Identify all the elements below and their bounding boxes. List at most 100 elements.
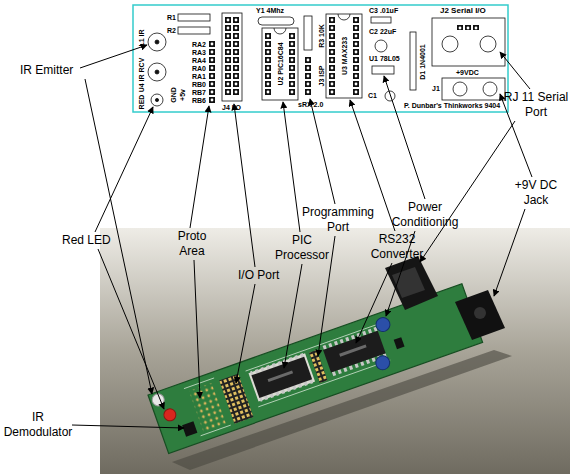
ir-footprint: [155, 98, 158, 101]
silkscreen-text: R3 10K: [318, 24, 325, 48]
leader-lines: [190, 106, 209, 228]
ir-footprint: [148, 33, 166, 106]
chip-marking: [268, 370, 294, 382]
silkscreen-text: J3 ISP: [318, 65, 325, 86]
callout-label: Red LED: [62, 233, 122, 248]
leader-lines: [72, 45, 532, 428]
chip-marking: [339, 344, 366, 356]
callout-label: +9V DC Jack: [510, 178, 562, 208]
ir-footprint: [151, 94, 163, 106]
board-body: [148, 284, 483, 454]
ir-footprint: [155, 70, 159, 74]
leader-lines: [283, 102, 300, 232]
diode-footprint: [410, 32, 416, 90]
silkscreen-text: R1: [167, 14, 176, 21]
resistor-footprint: [178, 14, 210, 34]
chip-notch: [274, 28, 286, 34]
header-pads: [304, 56, 312, 96]
callout-label: Programming Port: [298, 205, 378, 235]
dc-jack-hole: [474, 307, 486, 319]
callout-label: IR Demodulator: [0, 410, 76, 440]
capacitor: [374, 354, 392, 372]
jack-hole: [442, 36, 458, 52]
callout-label: RS232 Converter: [362, 232, 432, 262]
pcb-body: [148, 284, 483, 454]
silkscreen-text: D1 1N4001: [419, 44, 426, 79]
silkscreen-text: GND: [170, 87, 177, 103]
ir-demodulator: [182, 421, 197, 436]
proto-pads: [189, 383, 226, 432]
proto-pads: [208, 40, 216, 104]
callout-label: IR Emitter: [20, 63, 100, 78]
silkscreen-text: +9VDC: [456, 69, 479, 76]
capacitor-footprint: [371, 17, 391, 23]
red-led: [162, 407, 177, 422]
leader-lines: [494, 209, 525, 296]
capacitor: [374, 316, 392, 334]
chip-pads: [288, 32, 296, 96]
silkscreen-text: J4 I/O: [222, 104, 241, 111]
jack-hole: [453, 82, 467, 96]
silkscreen-text: RA0: [192, 65, 206, 72]
silkscreen-text: C1: [368, 92, 377, 99]
board-photo: [100, 228, 570, 474]
callout-label: PIC Processor: [270, 233, 334, 263]
ir-footprint: [155, 40, 159, 44]
silkscreen-text: RA2: [192, 41, 206, 48]
callout-label: I/O Port: [238, 268, 298, 283]
silkscreen-text: RA4: [192, 57, 206, 64]
silkscreen-text: P. Dunbar's Thinkworks 9404: [404, 102, 500, 109]
leader-lines: [310, 99, 335, 204]
leader-lines: [420, 121, 515, 262]
jack-outline: [442, 78, 505, 100]
leader-lines: [500, 52, 530, 89]
resistor-footprint: [178, 27, 210, 34]
callout-label: Power Conditioning: [382, 200, 468, 230]
dc-jack: [455, 290, 505, 340]
leader-lines: [236, 284, 255, 383]
regulator: [394, 337, 405, 349]
callout-label: RJ 11 Serial Port: [502, 90, 570, 120]
chip-pads: [264, 32, 272, 96]
leader-lines: [95, 107, 153, 232]
silkscreen-text: C3 .01uF: [369, 7, 398, 14]
callout-label: Proto Area: [172, 229, 212, 259]
silkscreen-text: U1 78L05: [369, 55, 400, 62]
silkscreen-text: sRX 2.0: [298, 101, 323, 108]
silkscreen-text: L1 IR: [138, 29, 145, 46]
silkscreen-text: J1: [432, 85, 440, 92]
chip-notch: [338, 14, 350, 20]
silkscreen-text: J2 Serial I/O: [440, 7, 486, 15]
silkscreen-text: RB6: [192, 97, 206, 104]
silkscreen-text: Y1 4Mhz: [256, 7, 284, 14]
jack-pads: [456, 24, 480, 30]
leader-lines: [72, 425, 184, 428]
silkscreen-text: RB7: [192, 89, 206, 96]
silkscreen-text: RA1: [192, 73, 206, 80]
capacitor-footprint: [375, 40, 387, 52]
regulator-footprint: [372, 66, 394, 74]
header-pads: [224, 16, 240, 96]
crystal-footprint: [258, 17, 294, 25]
chip-socket: [248, 353, 315, 401]
jack-outline: [432, 18, 505, 66]
silkscreen-text: C2 22uF: [369, 28, 396, 35]
leader-lines: [384, 76, 425, 199]
photo-background: [100, 228, 570, 474]
silkscreen-text: RED: [138, 95, 145, 110]
ir-footprint: [148, 63, 166, 81]
chip-pads: [352, 16, 360, 96]
ir-footprint: [148, 33, 166, 51]
pic-chip: [251, 357, 312, 398]
silkscreen-text: U4 IR RCV: [138, 58, 145, 93]
pcb-layout: [133, 5, 508, 112]
jack-hole: [480, 36, 496, 52]
resistor-footprint: [304, 16, 312, 50]
leader-lines: [194, 260, 200, 398]
chip-pads: [328, 16, 336, 96]
chip-outline: [326, 14, 362, 98]
silkscreen-text: +5v: [179, 89, 186, 101]
header-outline: [222, 13, 242, 101]
silkscreen-text: U2 PIC16C84: [277, 42, 284, 85]
